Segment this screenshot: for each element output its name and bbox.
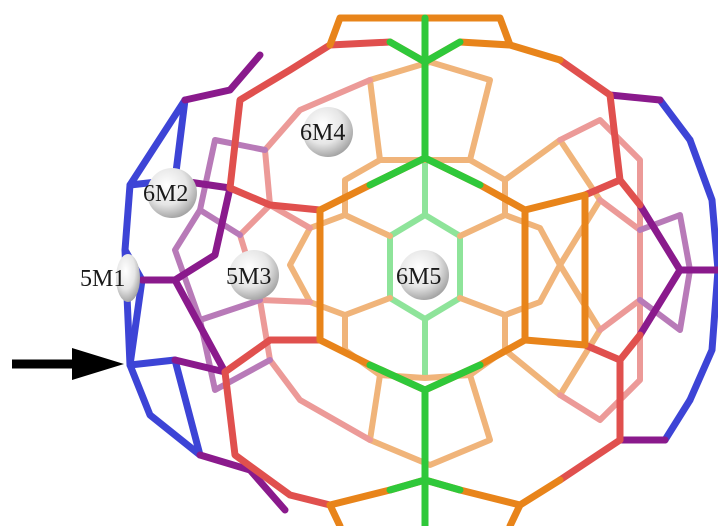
bond-orange xyxy=(521,191,589,349)
site-label: 5M3 xyxy=(226,264,271,290)
site-marker-5M3: 5M3 xyxy=(226,250,279,300)
bond-purple xyxy=(138,276,229,376)
bond-purple xyxy=(606,91,664,104)
bond-back-red xyxy=(557,117,643,233)
bond-red xyxy=(556,436,624,484)
site-sphere xyxy=(399,250,449,300)
bond-blue xyxy=(656,96,694,144)
bond-back-purple xyxy=(197,317,273,393)
site-markers: 5M1 6M2 5M3 6M4 6M5 xyxy=(80,107,449,302)
bond-back-purple xyxy=(172,207,263,323)
bond-green xyxy=(386,476,464,494)
site-label: 5M1 xyxy=(80,266,125,292)
site-sphere xyxy=(303,107,353,157)
bond-purple xyxy=(636,201,684,339)
bond-back-orange xyxy=(502,137,603,268)
site-sphere xyxy=(229,250,279,300)
site-label: 6M5 xyxy=(396,264,441,290)
site-marker-6M2: 6M2 xyxy=(143,168,197,218)
bond-orange xyxy=(326,501,344,526)
site-sphere xyxy=(147,168,197,218)
bond-red xyxy=(221,336,324,376)
bond-back-red xyxy=(262,77,373,208)
bond-red xyxy=(581,176,624,199)
site-sphere xyxy=(116,254,140,302)
bond-red xyxy=(606,91,644,209)
bond-blue xyxy=(126,356,204,459)
bond-red xyxy=(226,184,324,214)
bond-back-orange xyxy=(367,372,493,468)
bond-blue xyxy=(686,136,718,404)
bond-blue xyxy=(661,396,694,444)
bond-green xyxy=(366,154,484,189)
bond-green xyxy=(386,38,464,66)
bond-red xyxy=(556,56,614,99)
site-label: 6M2 xyxy=(143,181,188,207)
bond-purple xyxy=(171,356,229,376)
bond-orange xyxy=(506,501,524,526)
site-marker-5M1: 5M1 xyxy=(80,254,140,302)
bond-back-red xyxy=(557,297,643,423)
bond-red xyxy=(581,341,624,364)
bond-blue xyxy=(121,96,204,459)
bond-back-orange xyxy=(457,212,563,318)
right-arrow-icon xyxy=(12,348,124,380)
bond-back-red xyxy=(257,297,373,443)
site-label: 6M4 xyxy=(300,120,345,146)
front-bonds xyxy=(121,14,718,526)
bond-orange xyxy=(326,14,514,49)
bond-back-red xyxy=(597,197,643,333)
bond-red xyxy=(221,368,334,509)
bond-purple xyxy=(181,51,264,104)
site-marker-6M5: 6M5 xyxy=(396,250,449,300)
bond-red xyxy=(226,38,394,192)
bond-back-orange xyxy=(367,59,493,163)
bond-back-orange xyxy=(502,262,603,398)
bond-purple xyxy=(171,184,234,284)
site-marker-6M4: 6M4 xyxy=(300,107,353,157)
